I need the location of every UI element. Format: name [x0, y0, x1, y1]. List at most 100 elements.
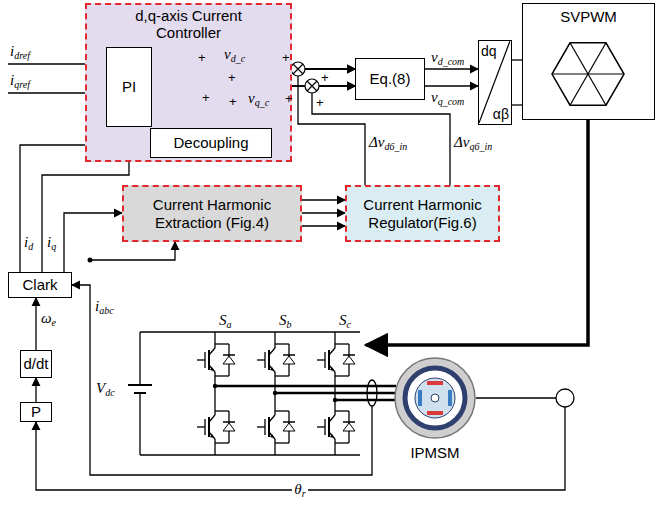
- wire: [134, 392, 146, 394]
- current-feedback-wire: [90, 242, 175, 260]
- hexagon-spoke: [570, 43, 588, 74]
- wire: [223, 354, 235, 356]
- diode: [343, 423, 355, 431]
- wire: [269, 365, 275, 372]
- diode: [343, 356, 355, 364]
- sign-label: +: [321, 70, 329, 85]
- wire: [335, 410, 349, 411]
- signal-connector: [35, 298, 36, 350]
- signal-label: Δvd6_in: [369, 134, 407, 152]
- pole-pair-block: P: [20, 402, 52, 422]
- junction-dot: [88, 258, 93, 263]
- wire: [335, 343, 349, 344]
- wire: [140, 454, 360, 455]
- svpwm-block: SVPWM: [522, 3, 655, 120]
- wire: [275, 442, 289, 443]
- motor: IPMSM: [393, 356, 477, 440]
- wire: [335, 375, 349, 376]
- rotor: [415, 378, 455, 418]
- wire: [215, 410, 229, 411]
- wire: [128, 384, 152, 386]
- wire: [139, 332, 140, 385]
- signal-label: vq_c: [248, 90, 269, 108]
- signal-label: iabc: [95, 298, 114, 316]
- signal-label: Sc: [339, 312, 351, 330]
- regulator-block: Current Harmonic Regulator(Fig.6): [345, 185, 500, 242]
- junction-dot: [333, 398, 337, 402]
- wire: [209, 365, 215, 372]
- magnet: [448, 390, 452, 406]
- node-text: dq: [481, 43, 497, 59]
- emitter-arrow: [270, 434, 274, 438]
- signal-label: idref: [10, 43, 30, 61]
- wire: [257, 359, 265, 360]
- sign-label: +: [285, 91, 293, 106]
- wire: [334, 439, 335, 455]
- controller-region: d,q-axis Current ControllerPIDecoupling: [85, 3, 292, 162]
- current-sensor: [367, 380, 377, 406]
- wire: [269, 348, 275, 355]
- wire: [283, 421, 295, 423]
- wire: [328, 417, 330, 437]
- junction-dot: [273, 391, 277, 395]
- signal-connector: [512, 59, 522, 60]
- diode: [223, 356, 235, 364]
- wire: [214, 372, 215, 415]
- wire: [317, 426, 325, 427]
- node-text: Current Harmonic Extraction (Fig.4): [132, 196, 292, 231]
- sign-label: +: [198, 50, 206, 65]
- sign-label: +: [229, 94, 237, 109]
- extraction-block: Current Harmonic Extraction (Fig.4): [122, 185, 302, 242]
- derivative-block: d/dt: [20, 350, 52, 378]
- wire: [139, 393, 140, 455]
- signal-connector: [302, 225, 345, 226]
- signal-label: vd_com: [431, 49, 464, 67]
- hexagon: [552, 43, 624, 105]
- node-text: Decoupling: [173, 134, 248, 151]
- node-text: d/dt: [23, 355, 48, 372]
- wire: [335, 399, 396, 402]
- diode: [283, 423, 295, 431]
- signal-connector: [35, 378, 36, 402]
- signal-label: vq_com: [431, 89, 464, 107]
- wire: [275, 343, 289, 344]
- magnet: [427, 381, 443, 385]
- sign-label: +: [202, 90, 210, 105]
- wire: [208, 417, 210, 437]
- wire: [334, 332, 335, 348]
- magnet: [427, 411, 443, 415]
- wire: [274, 439, 275, 455]
- current-feedback-wire: [72, 285, 372, 475]
- edge-label: θr: [292, 481, 307, 499]
- transform-block: dqαβ: [478, 40, 512, 125]
- wire: [343, 421, 355, 423]
- motor-outline: [393, 356, 477, 440]
- motor-housing: [395, 358, 475, 438]
- wire: [275, 410, 289, 411]
- decoupling-block: Decoupling: [150, 128, 272, 158]
- wire: [268, 417, 270, 437]
- node-text: d,q-axis Current Controller: [107, 7, 270, 42]
- wire: [215, 385, 396, 388]
- wire: [209, 432, 215, 439]
- wire: [343, 354, 355, 356]
- wire: [209, 415, 215, 422]
- node-text: Eq.(8): [370, 70, 411, 87]
- wire: [268, 350, 270, 370]
- signal-label: Sb: [279, 312, 292, 330]
- signal-label: ωe: [41, 310, 56, 328]
- emitter-arrow: [330, 434, 334, 438]
- wire: [335, 442, 349, 443]
- hexagon-spoke: [588, 74, 606, 105]
- wire: [334, 372, 335, 415]
- signal-connector: [512, 104, 522, 105]
- signal-label: vd_c: [224, 46, 245, 64]
- wire: [274, 332, 275, 348]
- hexagon-spoke: [588, 43, 606, 74]
- emitter-arrow: [210, 434, 214, 438]
- wire: [215, 442, 229, 443]
- signal-label: iq: [47, 234, 56, 252]
- signal-connector: [425, 85, 478, 86]
